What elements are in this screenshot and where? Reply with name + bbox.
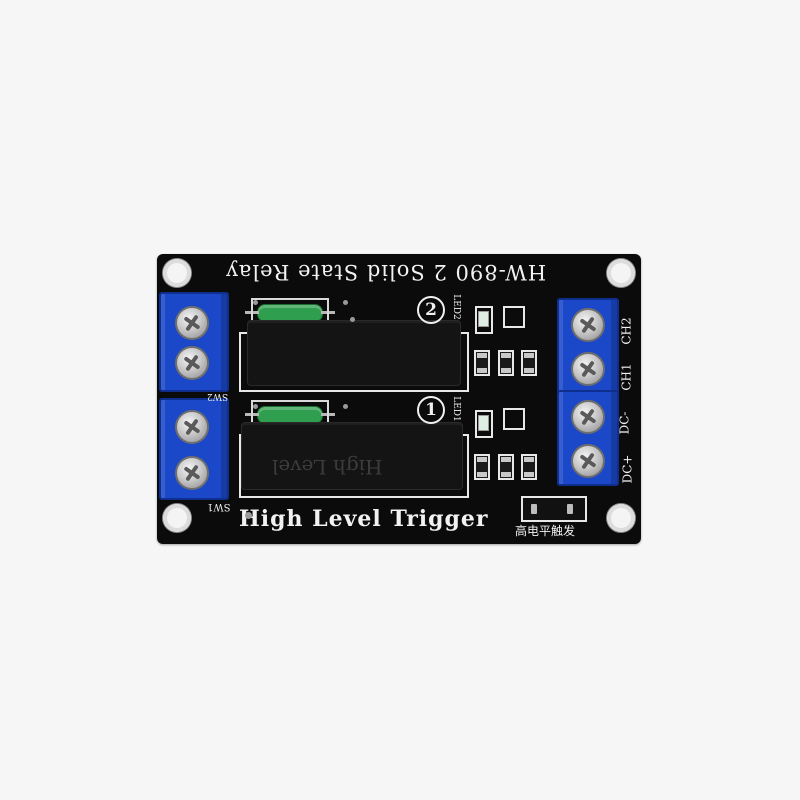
led1-label: LED1 xyxy=(450,396,461,422)
terminal-screw[interactable] xyxy=(175,306,209,340)
terminal-screw[interactable] xyxy=(571,308,605,342)
relay-module-board: HW-890 2 Solid State Relay SW2 SW1 High … xyxy=(157,254,641,544)
terminal-screw[interactable] xyxy=(571,352,605,386)
smd-resistor xyxy=(521,350,537,376)
solid-state-relay-channel-2 xyxy=(247,317,461,386)
led2-label: LED2 xyxy=(450,294,461,320)
smd-resistor xyxy=(498,454,514,480)
transistor-outline xyxy=(503,306,525,328)
trigger-label: High Level Trigger xyxy=(239,506,489,532)
pin-label-ch1: CH1 xyxy=(619,363,634,391)
trigger-jumper[interactable] xyxy=(521,496,587,522)
mounting-hole-bottom-right xyxy=(607,504,635,532)
mounting-hole-top-left xyxy=(163,259,191,287)
indicator-led-1 xyxy=(478,415,489,431)
board-title: HW-890 2 Solid State Relay xyxy=(225,260,547,284)
jumper-pin xyxy=(567,504,573,514)
smd-resistor xyxy=(498,350,514,376)
pin-label-ch2: CH2 xyxy=(619,317,634,345)
indicator-led-2 xyxy=(478,311,489,327)
pin-label-dc-plus: DC+ xyxy=(620,454,635,484)
channel-2-mark: 2 xyxy=(417,296,445,324)
terminal-block-sw1 xyxy=(159,398,229,500)
channel-1-mark: 1 xyxy=(417,396,445,424)
sw1-label: SW1 xyxy=(207,501,231,512)
transistor-outline xyxy=(503,408,525,430)
terminal-screw[interactable] xyxy=(175,410,209,444)
terminal-screw[interactable] xyxy=(175,456,209,490)
smd-resistor xyxy=(474,350,490,376)
pin-label-dc-minus: DC- xyxy=(617,411,632,435)
sw2-label: SW2 xyxy=(207,391,229,401)
smd-resistor xyxy=(474,454,490,480)
terminal-screw[interactable] xyxy=(571,400,605,434)
led-outline xyxy=(475,410,493,438)
terminal-screw[interactable] xyxy=(175,346,209,380)
mounting-hole-bottom-left xyxy=(163,504,191,532)
ssr-print: High Level xyxy=(272,455,383,479)
mounting-hole-top-right xyxy=(607,259,635,287)
jumper-pin xyxy=(531,504,537,514)
smd-resistor xyxy=(521,454,537,480)
terminal-block-dc xyxy=(557,390,619,486)
terminal-block-ch xyxy=(557,298,619,394)
solid-state-relay-channel-1: High Level xyxy=(241,422,463,490)
trigger-label-cn: 高电平触发 xyxy=(515,524,576,538)
led-outline xyxy=(475,306,493,334)
terminal-screw[interactable] xyxy=(571,444,605,478)
terminal-block-sw2 xyxy=(159,292,229,392)
